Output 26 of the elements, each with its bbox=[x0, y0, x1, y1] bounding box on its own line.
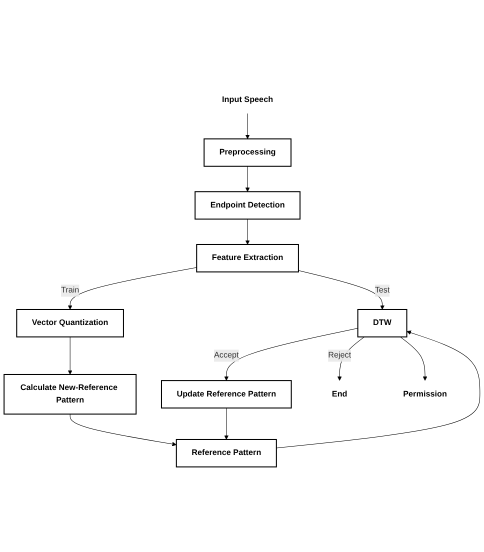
node-text: End bbox=[332, 389, 348, 398]
arrow bbox=[224, 407, 229, 440]
edge-label: Train bbox=[60, 286, 80, 294]
node-text: Input Speech bbox=[222, 94, 274, 104]
node-box: Calculate New-Reference Pattern bbox=[4, 374, 137, 414]
arrow bbox=[68, 336, 72, 374]
arrow bbox=[245, 218, 250, 244]
arrow bbox=[400, 336, 428, 380]
edge-label: Test bbox=[374, 286, 390, 294]
edge-label: Reject bbox=[328, 350, 352, 360]
node-box: Update Reference Pattern bbox=[160, 380, 292, 408]
arrow bbox=[70, 413, 177, 446]
node-box: Reference Pattern bbox=[176, 438, 277, 467]
node-box: Endpoint Detection bbox=[194, 190, 301, 220]
node-text: Permission bbox=[403, 389, 447, 398]
arrow bbox=[245, 112, 250, 139]
arrow bbox=[245, 166, 250, 192]
node-box: Preprocessing bbox=[204, 138, 292, 166]
edge-label: Accept bbox=[214, 350, 239, 360]
arrow bbox=[224, 328, 358, 380]
node-box: Feature Extraction bbox=[196, 244, 299, 272]
node-box: DTW bbox=[357, 308, 408, 337]
arrow bbox=[68, 266, 197, 310]
node-box: Vector Quantization bbox=[16, 308, 124, 337]
arrow bbox=[276, 330, 480, 448]
arrow bbox=[298, 270, 385, 310]
